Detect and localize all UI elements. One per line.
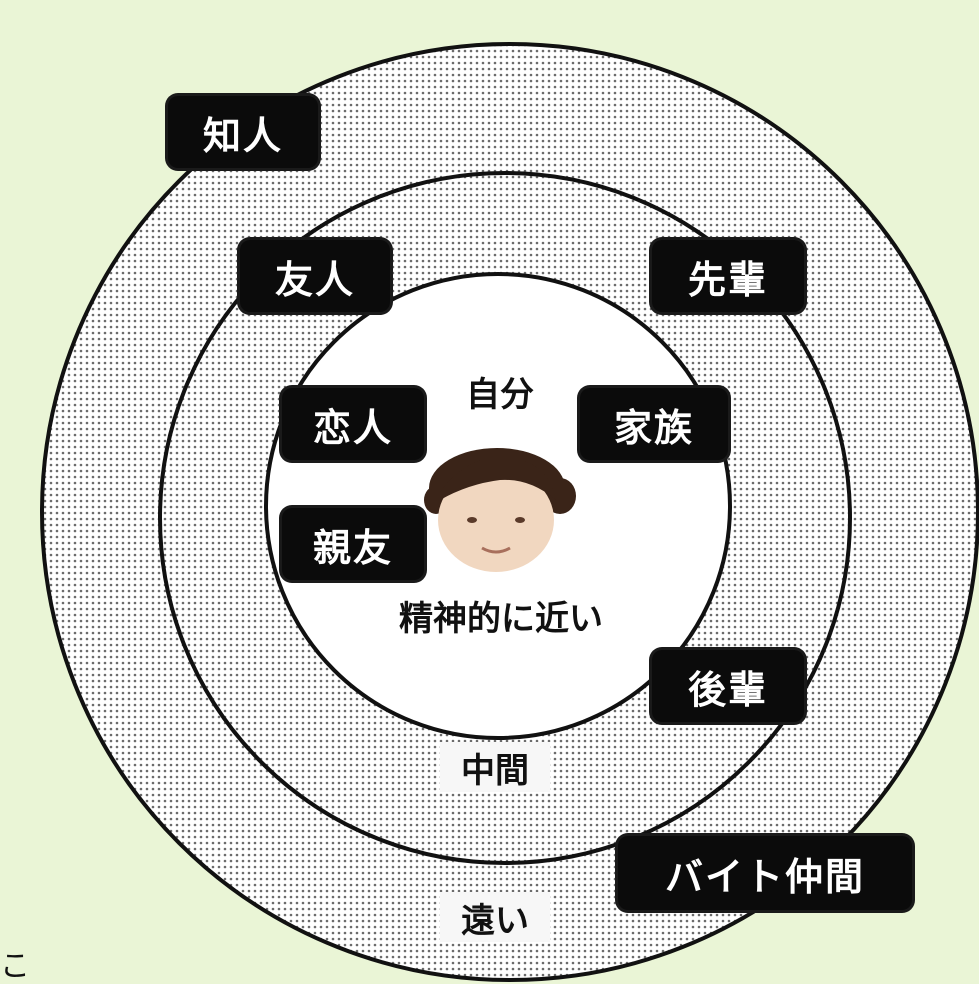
label-yuujin: 友人 [240, 240, 390, 312]
label-jibun: 自分 [466, 374, 534, 415]
label-kazoku: 家族 [580, 388, 728, 460]
label-baito: バイト仲間 [618, 836, 912, 910]
label-kouhai: 後輩 [652, 650, 804, 722]
stray-character: こ [0, 949, 30, 984]
label-chijin: 知人 [168, 96, 318, 168]
label-senpai: 先輩 [652, 240, 804, 312]
label-koibito: 恋人 [282, 388, 424, 460]
zone-inner-label: 精神的に近い [399, 598, 603, 639]
zone-outer-label: 遠い [440, 892, 550, 942]
zone-middle-label: 中間 [440, 742, 550, 792]
label-shinyuu: 親友 [282, 508, 424, 580]
person-head-icon [424, 448, 576, 572]
